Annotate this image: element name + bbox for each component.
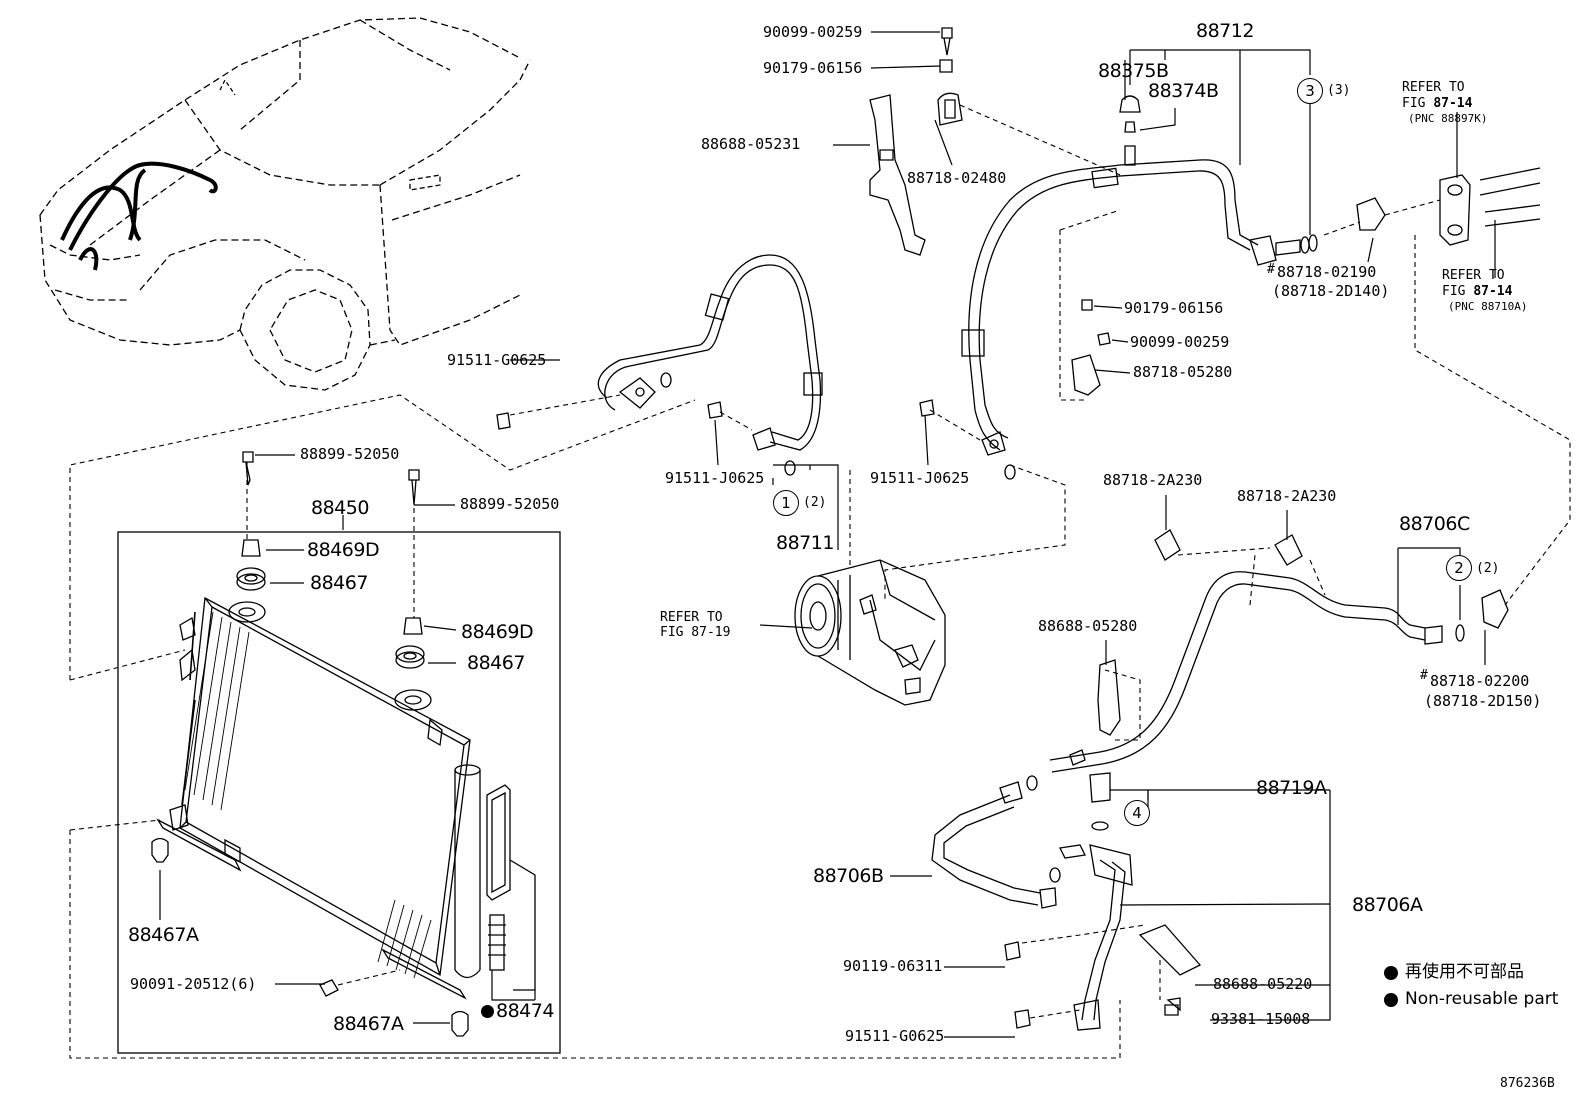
label-88718-05280: 88718-05280 [1133,363,1233,381]
label-88711: 88711 [776,532,834,554]
condenser-assembly-frame [117,531,561,1054]
refer-87-14-a-pnc: (PNC 88897K) [1408,112,1488,125]
figure-id: 876236B [1500,1076,1555,1091]
legend-dot-jp [1384,966,1398,980]
label-88899-52050-b: 88899-52050 [460,495,560,513]
refer-87-14-a-line1: REFER TO [1402,80,1465,95]
legend-non-reusable-jp: 再使用不可部品 [1405,962,1524,982]
leader-lines [159,31,1496,1038]
label-88718-02480: 88718-02480 [907,169,1007,187]
label-88718-2D140: (88718-2D140) [1272,282,1390,300]
label-88450: 88450 [311,497,369,519]
non-reusable-dot-88474 [481,1005,494,1018]
label-88467A-a: 88467A [128,924,199,946]
refer-87-14-b-pnc: (PNC 88710A) [1448,300,1528,313]
label-88467A-b: 88467A [333,1013,404,1035]
label-90099-00259-top: 90099-00259 [763,23,863,41]
condenser [156,596,471,1000]
refer-87-19-line1: REFER TO [660,610,723,625]
label-90179-06156-mid: 90179-06156 [1124,299,1224,317]
receiver-tank [454,764,481,979]
routing-lines [69,104,1571,1059]
label-88467-b: 88467 [467,652,525,674]
legend-non-reusable-en: Non-reusable part [1405,989,1559,1009]
vehicle-sketch [39,17,531,391]
condenser-mount-parts [151,451,469,1037]
pressure-switch-connectors [1356,167,1541,629]
ref-circle-4: 4 [1124,800,1150,826]
label-ref-2b: (2) [1476,561,1500,576]
legend-dot-en [1384,993,1398,1007]
label-88706C: 88706C [1399,513,1470,535]
label-88706A: 88706A [1352,894,1423,916]
hose-88711 [597,254,823,476]
hash-mark-a: # [1267,262,1275,277]
ref-circle-2: 2 [1446,555,1472,581]
label-91511-G0625-bot: 91511-G0625 [845,1027,945,1045]
bracket-88688-05231 [869,27,963,256]
label-88718-02200: 88718-02200 [1430,672,1530,690]
label-88688-05231: 88688-05231 [701,135,801,153]
label-91511-G0625-top: 91511-G0625 [447,351,547,369]
ref-circle-3: 3 [1297,78,1323,104]
engine-harness-highlight [60,161,218,271]
label-88718-2A230-a: 88718-2A230 [1103,471,1203,489]
refer-87-14-a-line2: FIG 87-14 [1402,96,1473,111]
refer-87-19-line2: FIG 87-19 [660,625,731,640]
label-88718-02190: 88718-02190 [1277,263,1377,281]
label-88688-05280: 88688-05280 [1038,617,1138,635]
pipe-88706C [1049,529,1465,773]
compressor [794,559,946,706]
pipe-88706B [931,775,1057,909]
label-ref-2a: (2) [803,495,827,510]
label-88899-52050-a: 88899-52050 [300,445,400,463]
ref-circle-1: 1 [773,490,799,516]
label-90091-20512: 90091-20512(6) [130,975,257,993]
refer-87-14-b-line2: FIG 87-14 [1442,284,1513,299]
pipe-88706A [1049,772,1202,1031]
label-88712: 88712 [1196,20,1254,42]
label-90119-06311: 90119-06311 [843,957,943,975]
hose-88712 [961,95,1318,480]
label-91511-J0625-b: 91511-J0625 [870,469,970,487]
label-88719A: 88719A [1256,777,1327,799]
label-88469D-a: 88469D [307,539,380,561]
fasteners [496,299,1181,1029]
label-ref-3: (3) [1327,83,1351,98]
filter-element [486,784,536,991]
label-88688-05220: 88688-05220 [1213,975,1313,993]
label-90099-00259-mid: 90099-00259 [1130,333,1230,351]
label-90179-06156-top: 90179-06156 [763,59,863,77]
label-88474: 88474 [496,1000,554,1022]
label-88706B: 88706B [813,865,884,887]
label-88467-a: 88467 [310,572,368,594]
label-88718-2D150: (88718-2D150) [1424,692,1542,710]
hash-mark-b: # [1420,668,1428,683]
label-88469D-b: 88469D [461,621,534,643]
label-93381-15008: 93381-15008 [1211,1010,1311,1028]
label-88375B: 88375B [1098,60,1169,82]
label-88374B: 88374B [1148,80,1219,102]
label-88718-2A230-b: 88718-2A230 [1237,487,1337,505]
label-91511-J0625-a: 91511-J0625 [665,469,765,487]
refer-87-14-b-line1: REFER TO [1442,268,1505,283]
